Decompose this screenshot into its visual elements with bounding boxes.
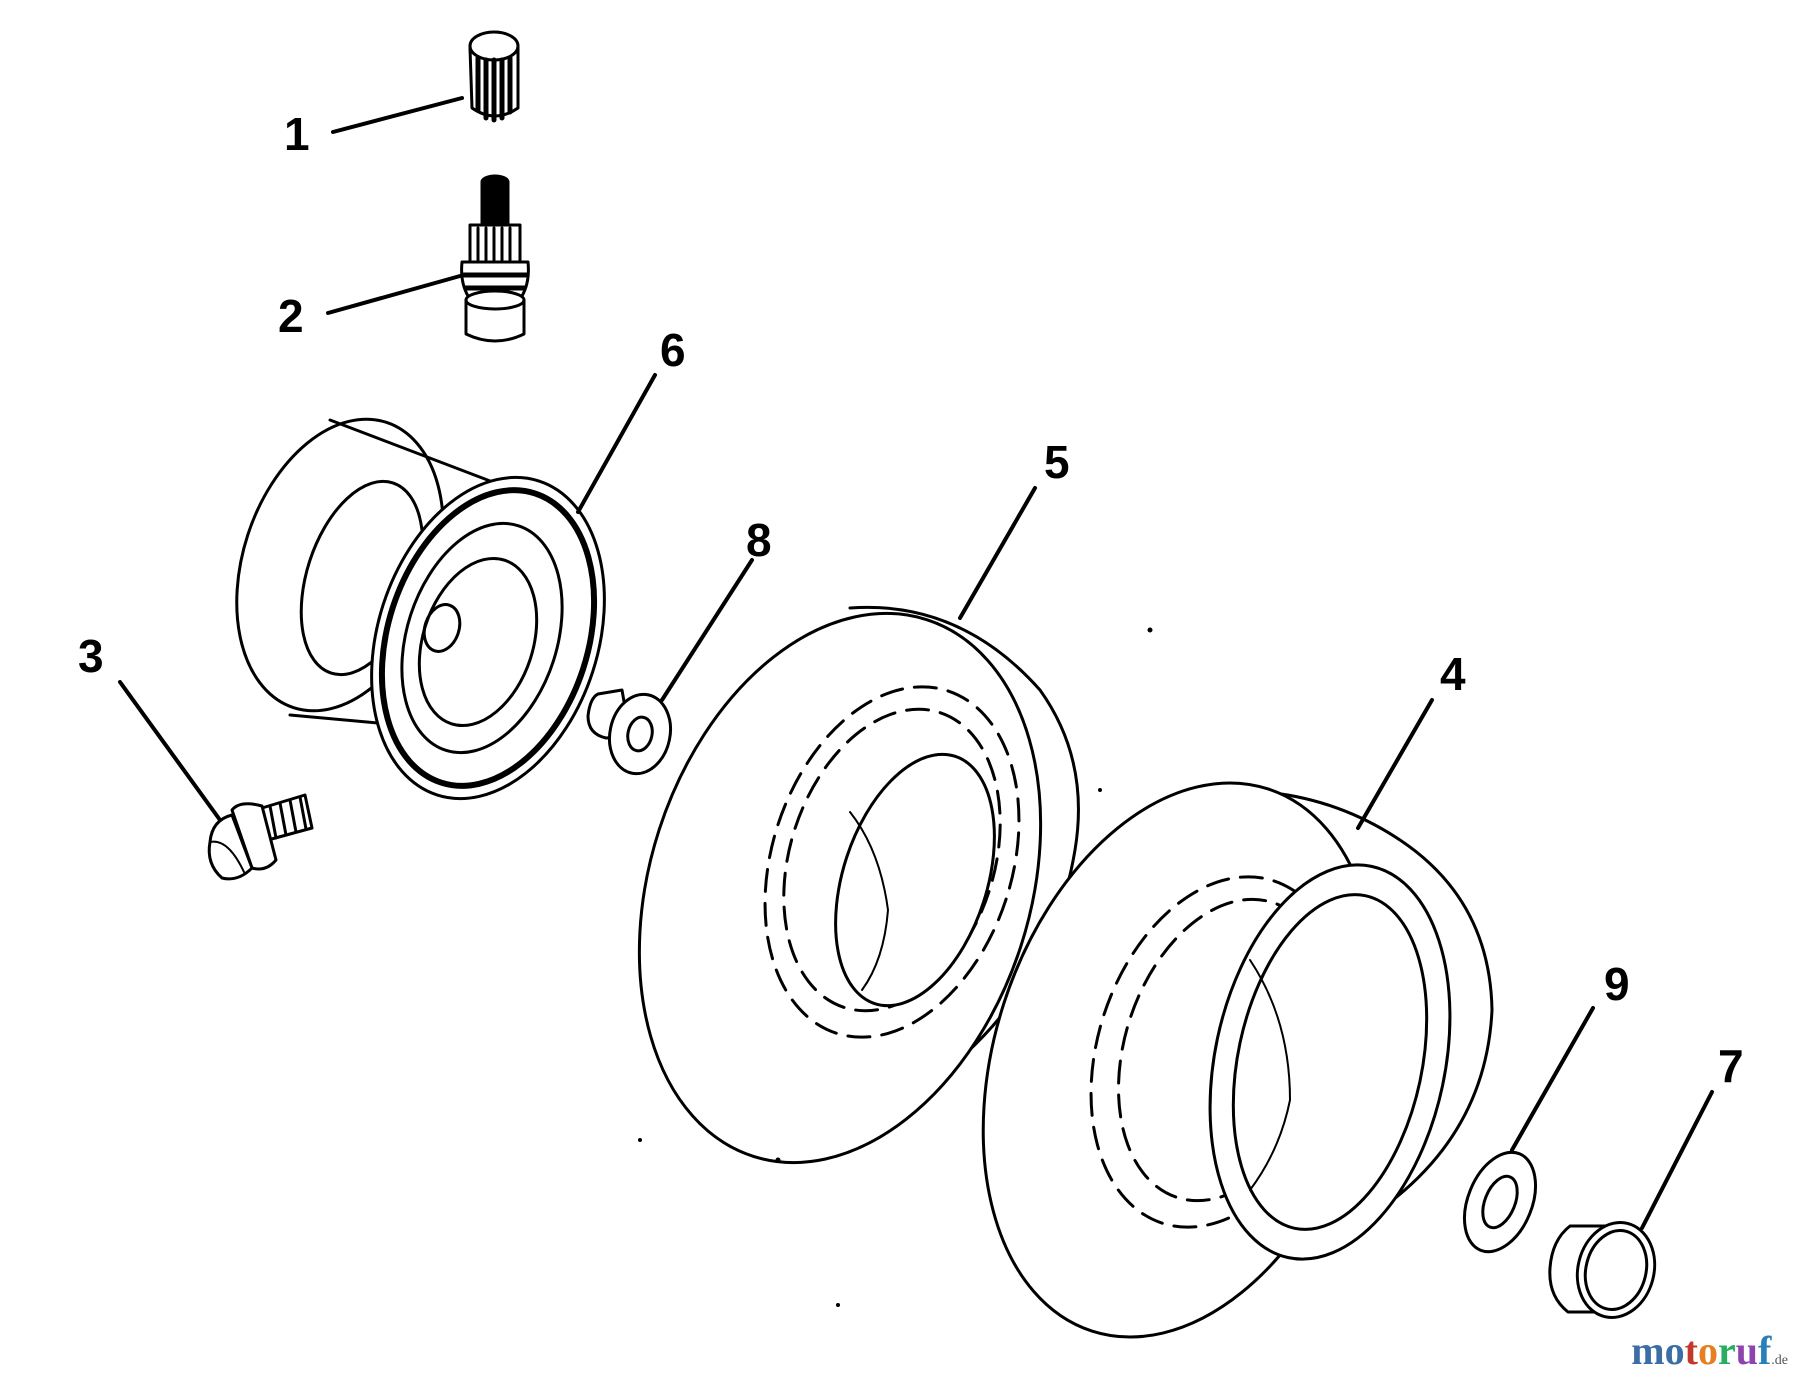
tire-inner-part [637, 605, 1080, 1165]
sleeve-part [1548, 1221, 1657, 1319]
watermark-letter: m [1631, 1328, 1665, 1373]
watermark-logo: motoruf.de [1631, 1327, 1788, 1374]
watermark-letter: u [1735, 1328, 1758, 1373]
leader-line-7 [1640, 1090, 1714, 1230]
callout-2: 2 [278, 290, 304, 342]
watermark-letter: t [1684, 1328, 1698, 1373]
wheel-rim-part [235, 417, 606, 801]
callout-1: 1 [284, 108, 310, 160]
leader-line-5 [958, 486, 1037, 620]
leader-line-1 [331, 96, 464, 134]
leader-line-2 [326, 274, 462, 315]
valve-stem-part [460, 174, 530, 343]
watermark-letter: f [1757, 1328, 1772, 1373]
scan-specks [638, 627, 1153, 1307]
callout-9: 9 [1604, 958, 1630, 1010]
leader-lines [118, 96, 1714, 1230]
leader-line-9 [1510, 1006, 1595, 1152]
bolt-part [207, 793, 314, 881]
tire-outer-part [981, 781, 1494, 1339]
watermark-suffix: .de [1771, 1353, 1788, 1368]
leader-line-4 [1356, 698, 1434, 830]
valve-cap-part [468, 30, 520, 123]
watermark-letter: r [1717, 1328, 1736, 1373]
callout-6: 6 [660, 324, 686, 376]
leader-line-3 [118, 680, 222, 822]
bushing-part [586, 688, 673, 776]
callout-7: 7 [1718, 1040, 1744, 1092]
washer-part [1463, 1150, 1537, 1254]
callout-5: 5 [1044, 436, 1070, 488]
callout-labels: 1 2 3 4 5 6 7 8 9 [78, 108, 1744, 1092]
watermark-text: motoruf [1631, 1328, 1771, 1373]
leader-line-6 [576, 373, 657, 514]
watermark-letter: o [1697, 1328, 1718, 1373]
leader-line-8 [660, 558, 754, 702]
callout-3: 3 [78, 630, 104, 682]
callout-8: 8 [746, 514, 772, 566]
watermark-letter: o [1664, 1328, 1685, 1373]
callout-4: 4 [1440, 648, 1466, 700]
